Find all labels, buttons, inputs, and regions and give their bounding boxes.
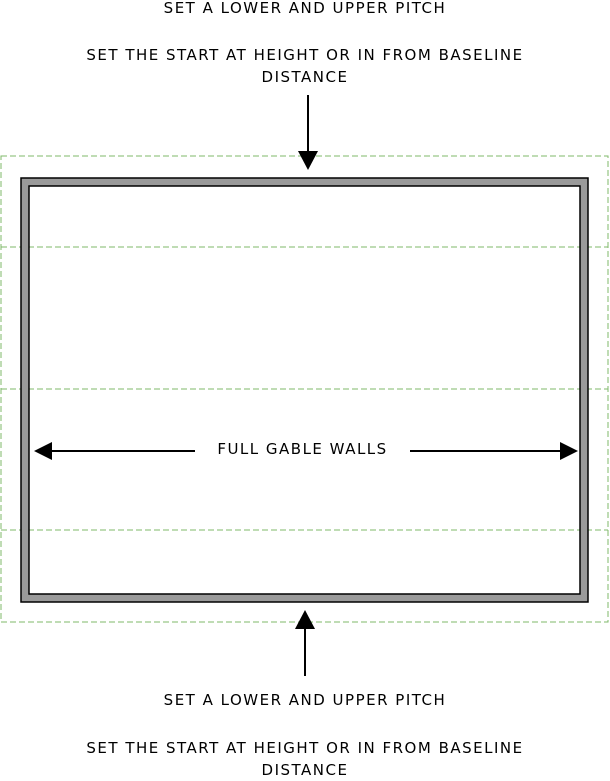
bottom-up-arrow: [295, 610, 315, 676]
top-down-arrow: [298, 95, 318, 170]
bottom-start-note-line2: DISTANCE: [261, 761, 349, 779]
top-start-note-line2: DISTANCE: [261, 68, 349, 86]
top-start-note: SET THE START AT HEIGHT OR IN FROM BASEL…: [0, 44, 610, 88]
bottom-start-note: SET THE START AT HEIGHT OR IN FROM BASEL…: [0, 737, 610, 781]
top-pitch-note: SET A LOWER AND UPPER PITCH: [163, 0, 447, 17]
bottom-pitch-note: SET A LOWER AND UPPER PITCH: [163, 691, 447, 709]
wall-frame: [20, 177, 589, 603]
bottom-start-note-line1: SET THE START AT HEIGHT OR IN FROM BASEL…: [86, 739, 524, 757]
top-start-note-line1: SET THE START AT HEIGHT OR IN FROM BASEL…: [86, 46, 524, 64]
full-gable-walls-label: FULL GABLE WALLS: [195, 438, 410, 460]
